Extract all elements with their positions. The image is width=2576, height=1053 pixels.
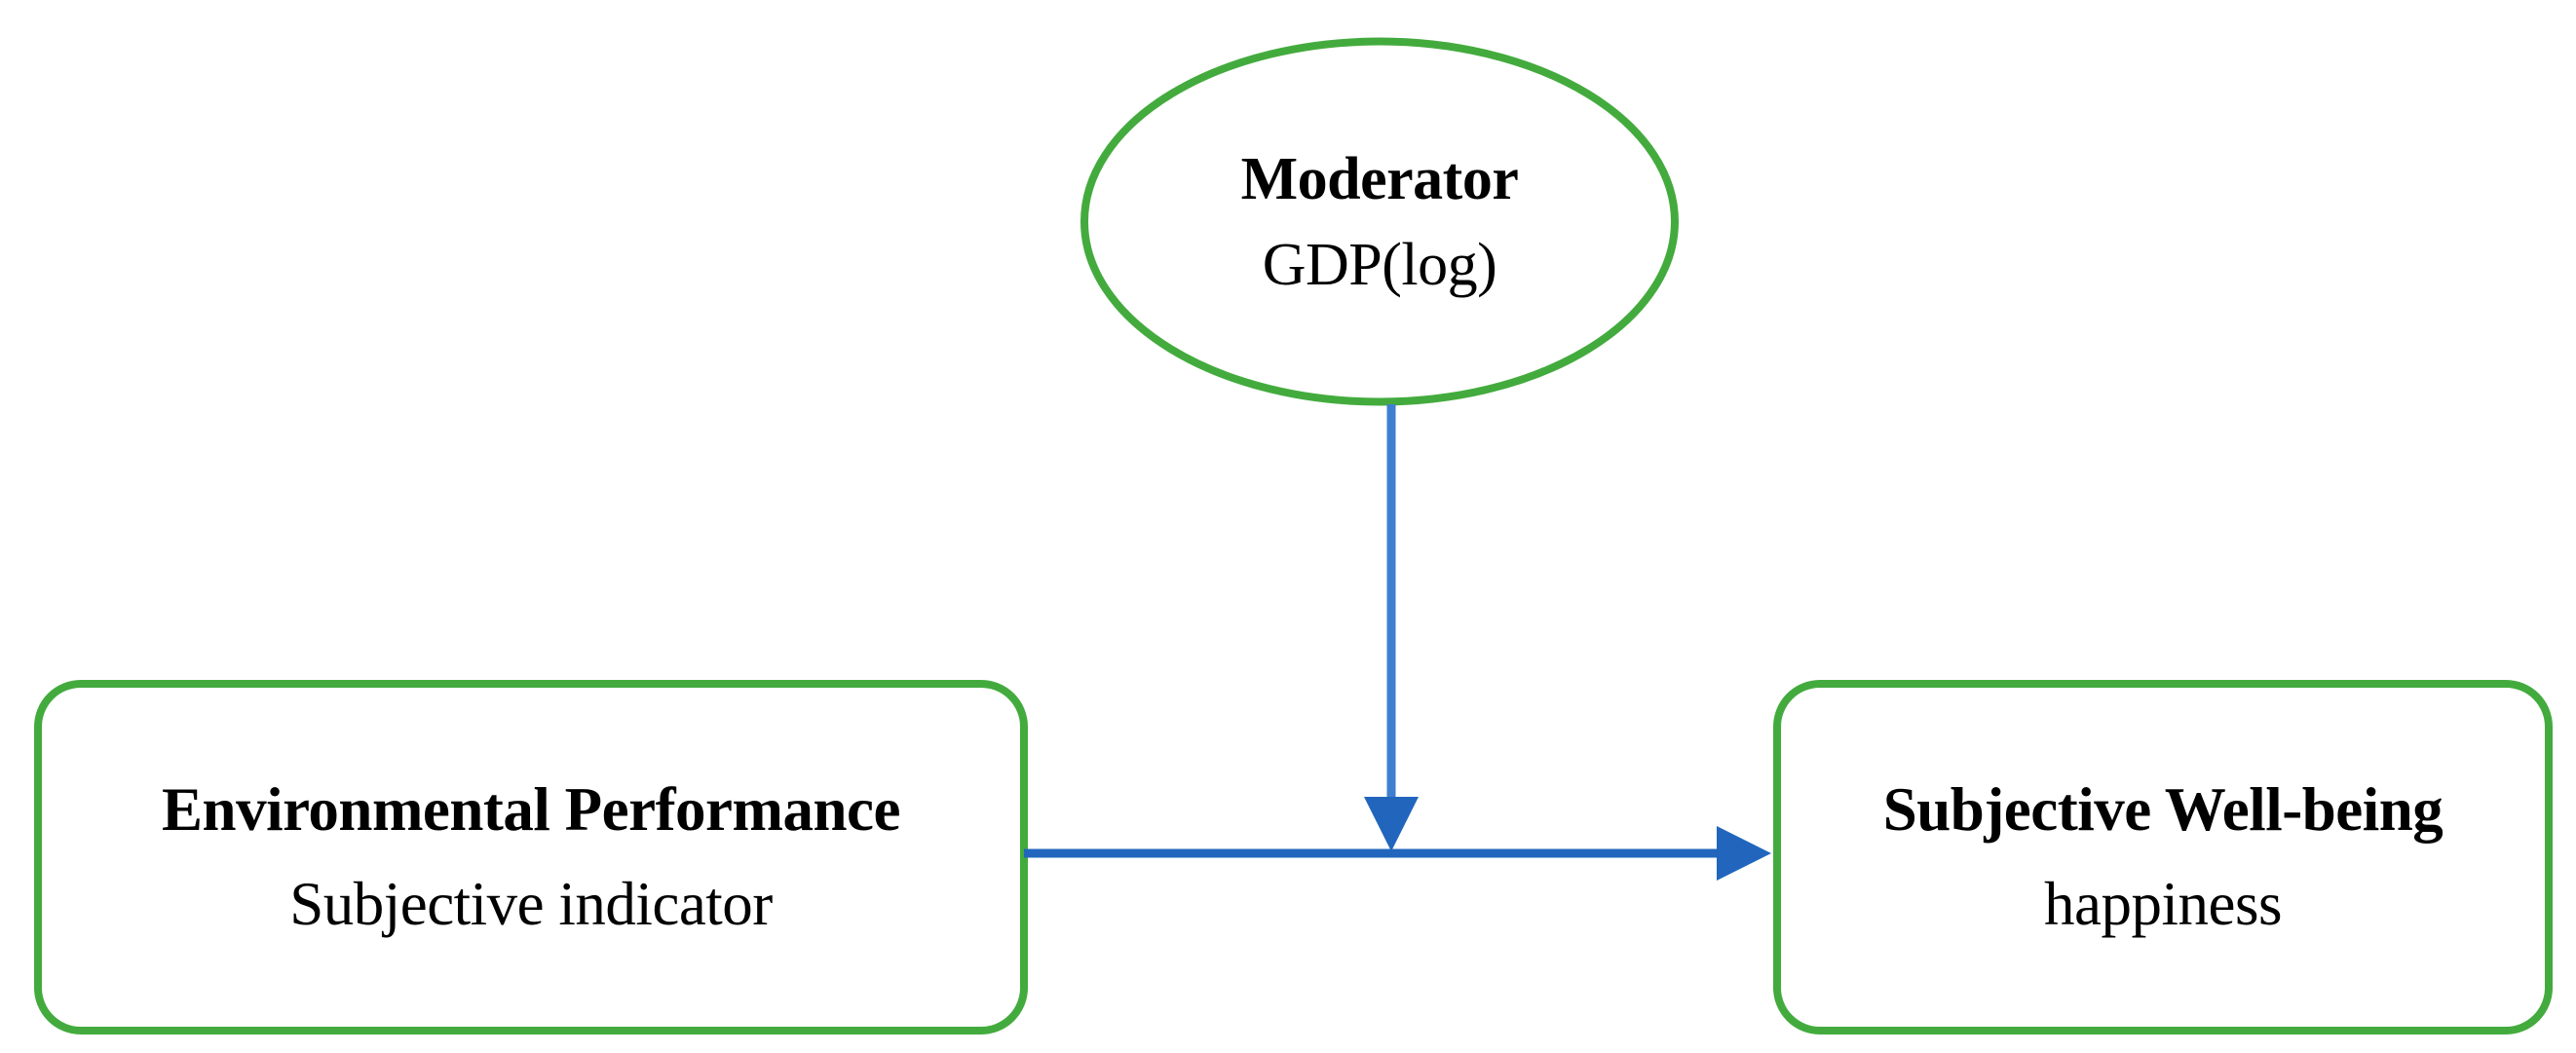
outcome-subtitle: happiness: [2044, 870, 2282, 938]
moderator-node-label: Moderator GDP(log): [1081, 39, 1678, 404]
outcome-node-label: Subjective Well-being happiness: [1773, 680, 2553, 1034]
predictor-node-label: Environmental Performance Subjective ind…: [34, 680, 1028, 1034]
moderator-subtitle: GDP(log): [1262, 231, 1497, 298]
moderation-path-arrow-head: [1364, 797, 1419, 851]
moderator-title: Moderator: [1240, 145, 1519, 212]
outcome-title: Subjective Well-being: [1882, 775, 2443, 844]
predictor-title: Environmental Performance: [162, 775, 900, 844]
predictor-subtitle: Subjective indicator: [289, 870, 773, 938]
main-path-arrow-head: [1717, 826, 1771, 881]
